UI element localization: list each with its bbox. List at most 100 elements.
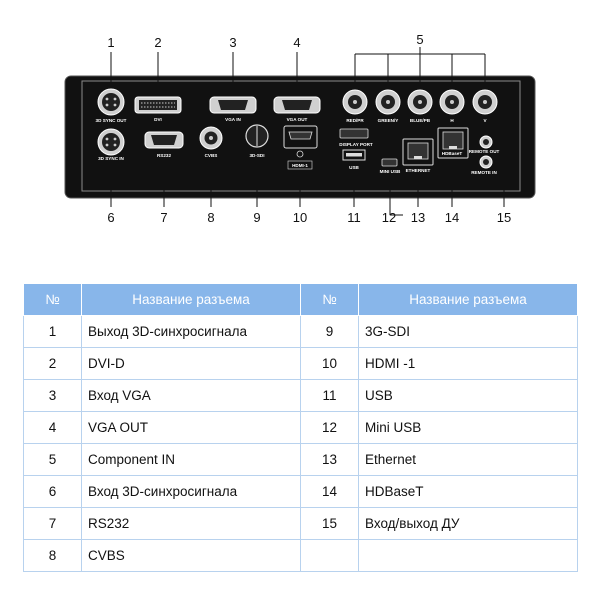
cell-name: Вход/выход ДУ (358, 507, 578, 540)
callout-numbers: 1 2 3 4 5 6 7 8 9 10 11 12 13 14 15 (107, 32, 511, 225)
cell-number: 4 (23, 411, 82, 444)
cell-number: 8 (23, 539, 82, 572)
cell-name: 3G-SDI (358, 315, 578, 348)
cell-name: USB (358, 379, 578, 412)
hdbaset-port: HDBaseT (437, 127, 469, 159)
cell-name: Component IN (81, 443, 301, 476)
panel-inner-border (81, 80, 521, 192)
header-name-left: Название разъема (81, 283, 301, 316)
cell-number: 5 (23, 443, 82, 476)
remote-in-label: REMOTE IN (471, 170, 497, 175)
sync-out-label: 3D SYNC OUT (96, 118, 127, 123)
callout-15: 15 (497, 210, 511, 225)
table-row: 2 DVI-D 10 HDMI -1 (23, 347, 578, 380)
remote-out-label: REMOTE OUT (469, 149, 500, 154)
usb-port: USB (342, 149, 366, 170)
callout-13: 13 (411, 210, 425, 225)
sync-in-label: 3D SYNC IN (98, 156, 124, 161)
cell-name: VGA OUT (81, 411, 301, 444)
remote-in-port: REMOTE IN (471, 155, 497, 175)
sdi-port: 3D-SDI (245, 124, 269, 158)
cell-name: CVBS (81, 539, 301, 572)
cell-number: 1 (23, 315, 82, 348)
table-row: 5 Component IN 13 Ethernet (23, 443, 578, 476)
cell-number: 3 (23, 379, 82, 412)
cell-number: 11 (300, 379, 359, 412)
blue-label: BLUE/PB (410, 118, 431, 123)
cell-number: 13 (300, 443, 359, 476)
red-label: RED/PR (346, 118, 364, 123)
ethernet-label: ETHERNET (406, 168, 431, 173)
mini-usb-port: MINI USB (380, 158, 401, 174)
callout-11: 11 (347, 210, 361, 225)
v-port: V (472, 89, 498, 123)
vga-out-label: VGA OUT (287, 117, 308, 122)
table-row: 4 VGA OUT 12 Mini USB (23, 411, 578, 444)
cell-name: HDMI -1 (358, 347, 578, 380)
cell-number: 7 (23, 507, 82, 540)
cell-name: Ethernet (358, 443, 578, 476)
h-port: H (439, 89, 465, 123)
hdmi-label: HDMI-1 (292, 163, 308, 168)
table-row: 8 CVBS (23, 539, 578, 572)
cell-number: 14 (300, 475, 359, 508)
hdmi-port: HDMI-1 (283, 125, 318, 170)
cell-name: Mini USB (358, 411, 578, 444)
header-name-right: Название разъема (358, 283, 578, 316)
table-row: 3 Вход VGA 11 USB (23, 379, 578, 412)
cell-name (358, 539, 578, 572)
dvi-port: DVI (134, 96, 182, 122)
callout-5: 5 (416, 32, 423, 47)
cell-name: Выход 3D-синхросигнала (81, 315, 301, 348)
dvi-label: DVI (154, 117, 162, 122)
remote-out-port: REMOTE OUT (469, 135, 500, 154)
callout-10: 10 (293, 210, 307, 225)
connector-table: № Название разъема № Название разъема 1 … (23, 283, 578, 572)
table-header-row: № Название разъема № Название разъема (23, 283, 578, 316)
usb-label: USB (349, 165, 359, 170)
leader-lines (110, 47, 505, 216)
callout-3: 3 (229, 35, 236, 50)
sdi-label: 3D-SDI (249, 153, 264, 158)
vga-out-port: VGA OUT (273, 96, 321, 122)
rs232-label: RS232 (157, 153, 171, 158)
green-label: GREEN/Y (378, 118, 399, 123)
table-row: 6 Вход 3D-синхросигнала 14 HDBaseT (23, 475, 578, 508)
displayport-label: DISPLAY PORT (339, 142, 373, 147)
cell-number: 6 (23, 475, 82, 508)
callout-2: 2 (154, 35, 161, 50)
cell-number: 9 (300, 315, 359, 348)
connector-table-container: № Название разъема № Название разъема 1 … (23, 283, 578, 572)
cell-name: HDBaseT (358, 475, 578, 508)
displayport-port: DISPLAY PORT (339, 128, 373, 147)
cell-number: 10 (300, 347, 359, 380)
component-ports: RED/PR GREEN/Y BLUE/PB H V (342, 89, 498, 123)
callout-4: 4 (293, 35, 300, 50)
green-port: GREEN/Y (375, 89, 401, 123)
cell-number (300, 539, 359, 572)
callout-9: 9 (253, 210, 260, 225)
cell-name: Вход 3D-синхросигнала (81, 475, 301, 508)
sync-in-port: 3D SYNC IN (97, 128, 125, 161)
rs232-port: RS232 (144, 131, 184, 158)
table-row: 7 RS232 15 Вход/выход ДУ (23, 507, 578, 540)
cell-name: RS232 (81, 507, 301, 540)
table-row: 1 Выход 3D-синхросигнала 9 3G-SDI (23, 315, 578, 348)
hdbaset-label: HDBaseT (442, 151, 463, 156)
header-number-right: № (300, 283, 359, 316)
cell-name: DVI-D (81, 347, 301, 380)
h-label: H (450, 118, 454, 123)
sync-out-port: 3D SYNC OUT (96, 88, 127, 123)
vga-in-label: VGA IN (225, 117, 241, 122)
header-number-left: № (23, 283, 82, 316)
callout-6: 6 (107, 210, 114, 225)
mini-usb-label: MINI USB (380, 169, 401, 174)
callout-14: 14 (445, 210, 459, 225)
cell-name: Вход VGA (81, 379, 301, 412)
vga-in-port: VGA IN (209, 96, 257, 122)
blue-port: BLUE/PB (407, 89, 433, 123)
red-port: RED/PR (342, 89, 368, 123)
callout-1: 1 (107, 35, 114, 50)
ethernet-port: ETHERNET (402, 138, 434, 173)
rear-panel-diagram: 1 2 3 4 5 6 7 8 9 10 11 12 13 14 15 3D S… (64, 32, 536, 225)
